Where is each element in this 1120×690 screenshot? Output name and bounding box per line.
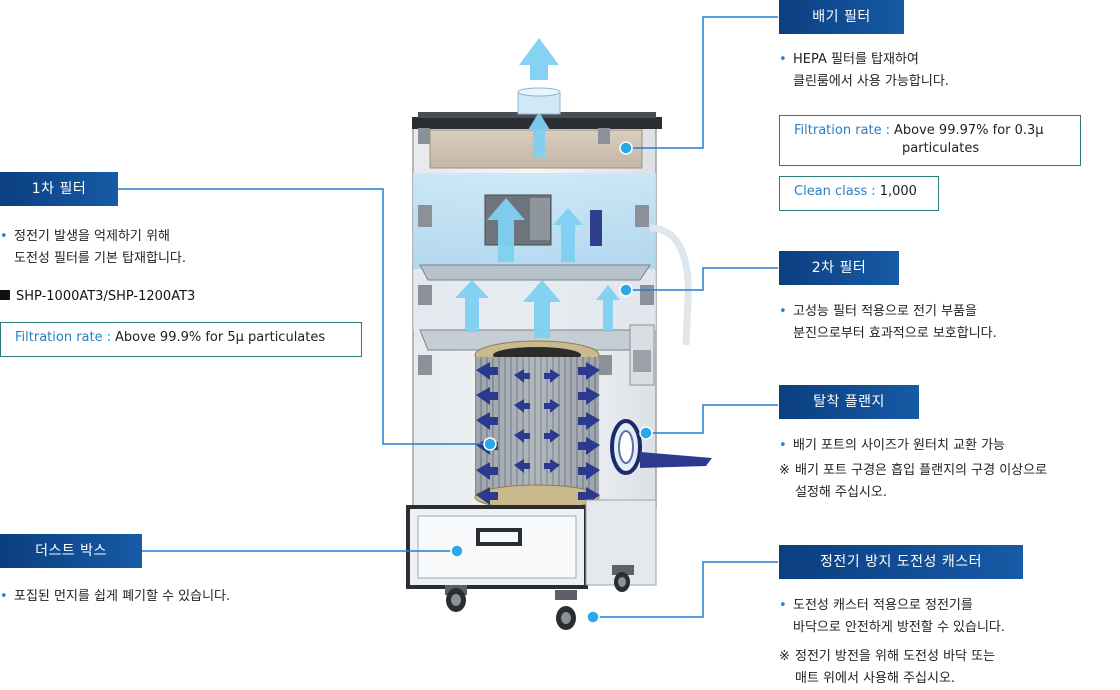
note-mark: ※ <box>779 649 790 664</box>
dust-box-drawer <box>406 499 657 589</box>
primary-filter-desc: • 정전기 발생을 억제하기 위해 도전성 필터를 기본 탑재합니다. <box>0 226 300 270</box>
flange-tag: 탈착 플랜지 <box>779 385 919 419</box>
primary-filter-tag: 1차 필터 <box>0 172 118 206</box>
exhaust-filtration-rate-box: Filtration rate: Above 99.97% for 0.3μ pa… <box>779 115 1081 166</box>
exhaust-filter-line-2: 클린룸에서 사용 가능합니다. <box>793 74 949 89</box>
bullet-dot: • <box>0 229 8 244</box>
flange-port <box>610 419 712 475</box>
flange-note-line-1: 배기 포트 구경은 흡입 플랜지의 구경 이상으로 <box>795 463 1048 478</box>
caster-note-line-1: 정전기 방전을 위해 도전성 바닥 또는 <box>795 649 996 664</box>
flange-line-1: 배기 포트의 사이즈가 원터치 교환 가능 <box>793 438 1006 453</box>
secondary-filter-line-2: 분진으로부터 효과적으로 보호합니다. <box>793 326 997 341</box>
caster-note: ※ 정전기 방전을 위해 도전성 바닥 또는 매트 위에서 사용해 주십시오. <box>779 646 1099 690</box>
dust-box-line-1: 포집된 먼지를 쉽게 폐기할 수 있습니다. <box>14 589 231 604</box>
caster-line-2: 바닥으로 안전하게 방전할 수 있습니다. <box>793 620 1006 635</box>
spec-colon: : <box>871 184 876 199</box>
casters <box>445 565 634 630</box>
exhaust-filter-line-1: HEPA 필터를 탑재하여 <box>793 52 919 67</box>
primary-filter-line-2: 도전성 필터를 기본 탑재합니다. <box>14 251 187 266</box>
caster-tag: 정전기 방지 도전성 캐스터 <box>779 545 1023 579</box>
dust-box-desc: • 포집된 먼지를 쉽게 폐기할 수 있습니다. <box>0 586 300 608</box>
bullet-dot: • <box>779 304 787 319</box>
spec-value: Above 99.9% for 5μ particulates <box>115 330 326 345</box>
caster-note-line-2: 매트 위에서 사용해 주십시오. <box>795 671 956 686</box>
exhaust-filter-desc: • HEPA 필터를 탑재하여 클린룸에서 사용 가능합니다. <box>779 49 1079 93</box>
flange-note-line-2: 설정해 주십시오. <box>795 485 887 500</box>
secondary-filter-tag: 2차 필터 <box>779 251 899 285</box>
secondary-filter-line-1: 고성능 필터 적용으로 전기 부품을 <box>793 304 977 319</box>
spec-value-cont: particulates <box>902 141 980 156</box>
caster-line-1: 도전성 캐스터 적용으로 정전기를 <box>793 598 973 613</box>
spec-colon: : <box>885 123 890 138</box>
spec-key: Filtration rate <box>15 330 103 345</box>
spec-key: Clean class <box>794 184 868 199</box>
spec-key: Filtration rate <box>794 123 882 138</box>
primary-filter-line-1: 정전기 발생을 억제하기 위해 <box>14 229 170 244</box>
exhaust-filter-tag: 배기 필터 <box>779 0 904 34</box>
spec-value: 1,000 <box>879 184 917 199</box>
exhaust-port <box>517 87 561 115</box>
clean-class-box: Clean class:1,000 <box>779 176 939 211</box>
square-bullet-icon <box>0 290 10 300</box>
bullet-dot: • <box>779 52 787 67</box>
model-text: SHP-1000AT3/SHP-1200AT3 <box>16 289 196 304</box>
note-mark: ※ <box>779 463 790 478</box>
flange-note: ※ 배기 포트 구경은 흡입 플랜지의 구경 이상으로 설정해 주십시오. <box>779 460 1114 504</box>
dust-box-tag: 더스트 박스 <box>0 534 142 568</box>
secondary-filter-desc: • 고성능 필터 적용으로 전기 부품을 분진으로부터 효과적으로 보호합니다. <box>779 301 1099 345</box>
caster-desc: • 도전성 캐스터 적용으로 정전기를 바닥으로 안전하게 방전할 수 있습니다… <box>779 595 1099 639</box>
spec-value: Above 99.97% for 0.3μ <box>894 123 1044 138</box>
bullet-dot: • <box>779 598 787 613</box>
exhaust-airflow-arrows <box>455 38 620 338</box>
leader-lines <box>118 16 778 618</box>
leader-dots <box>450 141 653 624</box>
primary-filtration-rate-box: Filtration rate: Above 99.9% for 5μ parti… <box>0 322 362 357</box>
bullet-dot: • <box>779 438 787 453</box>
primary-filter-model: SHP-1000AT3/SHP-1200AT3 <box>0 287 300 307</box>
bullet-dot: • <box>0 589 8 604</box>
machine-body <box>412 112 692 508</box>
flange-desc: • 배기 포트의 사이즈가 원터치 교환 가능 <box>779 435 1109 457</box>
spec-colon: : <box>106 330 111 345</box>
